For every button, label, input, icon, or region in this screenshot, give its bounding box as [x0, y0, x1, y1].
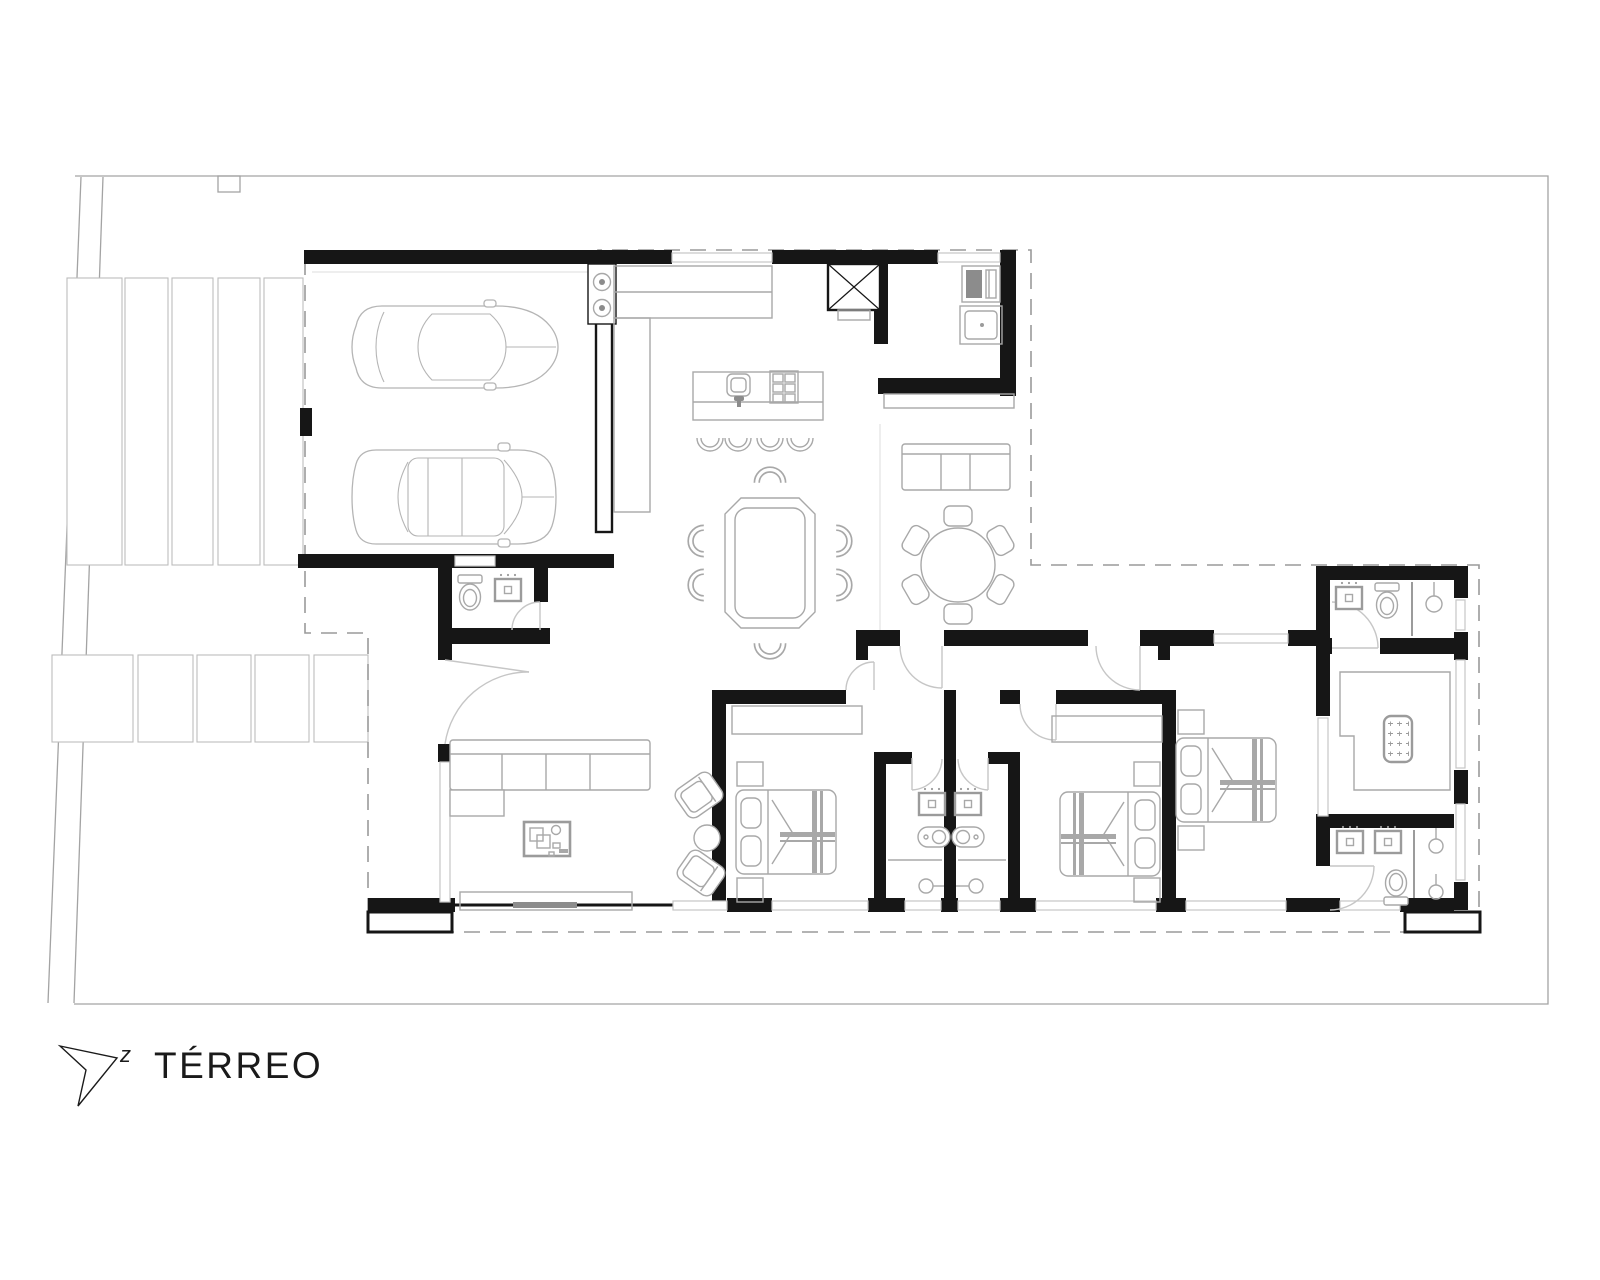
- wardrobe: [731, 705, 863, 735]
- bedroom-2: [1051, 715, 1163, 903]
- shower-icon: [968, 878, 984, 894]
- bar-stools: [696, 437, 814, 452]
- floor-lines: [312, 271, 881, 644]
- nightstand: [1133, 877, 1161, 903]
- sink-icon: [493, 572, 523, 603]
- round-table: [901, 505, 1015, 625]
- sectional-sofa: [449, 739, 651, 817]
- sofa-three-seat: [901, 443, 1011, 491]
- side-table: [693, 824, 721, 852]
- nightstand: [1177, 709, 1205, 735]
- nightstand: [1133, 761, 1161, 787]
- pantry-laundry: [883, 265, 1015, 409]
- dining-table: [687, 466, 853, 660]
- sink-icon: [953, 786, 983, 817]
- master-bathroom: [1335, 824, 1444, 906]
- wardrobe: [1051, 715, 1163, 743]
- coffee-table: [522, 820, 572, 858]
- shower-icon: [1428, 884, 1444, 900]
- bed-icon: [1175, 737, 1277, 823]
- shower-icon: [1425, 595, 1443, 613]
- toilet-icon: [1383, 869, 1409, 906]
- washer-icon: [961, 265, 1001, 303]
- island-sink-icon: [726, 373, 751, 407]
- car-sedan-icon: [351, 299, 559, 391]
- door-swings: [444, 601, 1379, 911]
- north-arrow-icon: z: [57, 1042, 131, 1107]
- living-room: [449, 739, 729, 911]
- sink-icon: [1335, 824, 1365, 855]
- bedroom-3: [1175, 709, 1277, 851]
- nightstand: [736, 877, 764, 903]
- porch-step-left: [366, 910, 454, 934]
- kitchen-island: [692, 370, 824, 452]
- roof-overhang-dashed: [304, 249, 1480, 933]
- windows: [439, 252, 1466, 911]
- tv-icon: [513, 902, 577, 908]
- nightstand: [1177, 825, 1205, 851]
- garage: [351, 263, 617, 548]
- toilet-icon: [951, 826, 985, 848]
- suite-bathroom: [1334, 580, 1443, 636]
- shower-icon: [918, 878, 934, 894]
- toilet-icon: [917, 826, 951, 848]
- skylight-shaft: [826, 262, 882, 321]
- bed-icon: [735, 789, 837, 875]
- nightstand: [736, 761, 764, 787]
- water-heaters: [587, 263, 617, 325]
- toilet-icon: [457, 574, 483, 611]
- powder-room: [457, 572, 523, 611]
- bathroom-right: [951, 786, 1006, 894]
- sink-icon: [917, 786, 947, 817]
- kitchen: [613, 265, 824, 513]
- laundry-sink-icon: [959, 305, 1003, 345]
- closet: [1339, 671, 1451, 791]
- kitchen-cabinet: [613, 317, 651, 513]
- car-suv-icon: [351, 442, 557, 548]
- bedroom-1: [731, 705, 863, 903]
- tv-console: [459, 891, 633, 911]
- closet-chest: [1382, 714, 1414, 764]
- driveway-paving: [51, 277, 369, 743]
- sink-icon: [1334, 580, 1364, 611]
- floor-label: TÉRREO: [154, 1045, 323, 1086]
- gate-notch: [217, 175, 241, 193]
- cooktop-icon: [769, 370, 799, 404]
- north-label: z: [119, 1042, 131, 1067]
- bed-icon: [1059, 791, 1161, 877]
- shower-icon: [1428, 838, 1444, 854]
- bathroom-left: [888, 786, 951, 894]
- toilet-icon: [1374, 582, 1400, 619]
- porch-step-right: [1403, 910, 1482, 934]
- sink-icon: [1373, 824, 1403, 855]
